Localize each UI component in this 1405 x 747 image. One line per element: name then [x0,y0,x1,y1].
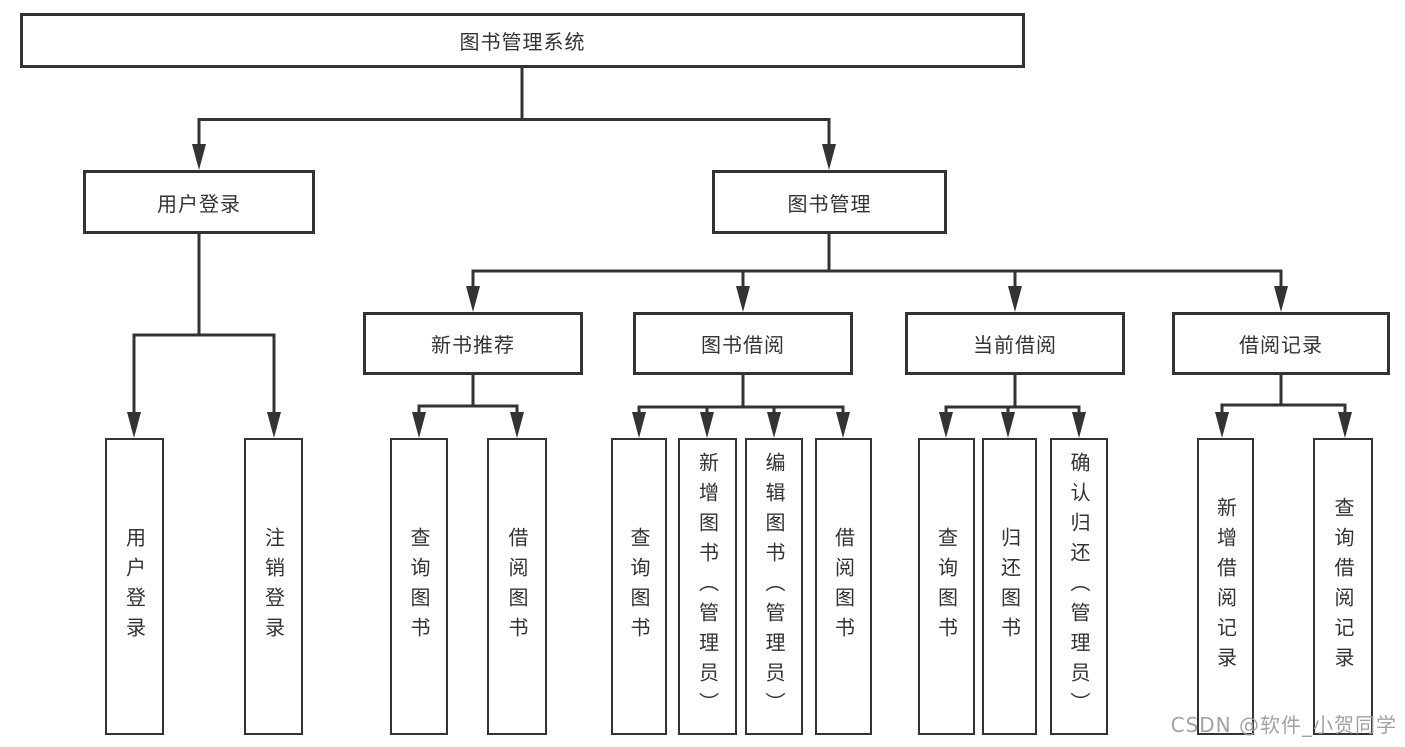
leaf-user-login-label: 用户登录 [122,526,147,647]
node-root-label: 图书管理系统 [459,30,586,54]
leaf-bb-borrow-book: 借阅图书 [815,438,872,735]
leaf-bb-add-book: 新增图书（管理员） [678,438,737,735]
leaf-cb-confirm-return: 确认归还（管理员） [1050,438,1108,735]
leaf-cb-return-book: 归还图书 [982,438,1037,735]
leaf-rec-query-book: 查询图书 [390,438,448,735]
leaf-br-query-record: 查询借阅记录 [1313,438,1373,735]
node-new-book-rec: 新书推荐 [363,312,583,375]
node-current-borrow-label: 当前借阅 [973,333,1057,357]
leaf-rec-borrow-book: 借阅图书 [487,438,547,735]
node-book-borrow-label: 图书借阅 [701,333,785,357]
node-root: 图书管理系统 [20,13,1025,68]
leaf-cb-confirm-return-label: 确认归还（管理员） [1067,451,1091,722]
connector-arrowheads [127,144,1352,438]
leaf-logout-label: 注销登录 [261,526,286,647]
connector-lines [132,66,1347,420]
leaf-cb-query-book: 查询图书 [918,438,975,735]
leaf-bb-query-book-label: 查询图书 [627,526,651,647]
node-user-login-label: 用户登录 [157,191,241,216]
leaf-rec-query-book-label: 查询图书 [407,526,431,647]
node-new-book-rec-label: 新书推荐 [431,333,515,357]
node-user-login: 用户登录 [83,170,315,234]
leaf-bb-query-book: 查询图书 [611,438,667,735]
leaf-logout: 注销登录 [244,438,303,735]
leaf-bb-edit-book-label: 编辑图书（管理员） [762,451,786,722]
node-borrow-records: 借阅记录 [1172,312,1390,375]
node-borrow-records-label: 借阅记录 [1239,333,1323,357]
node-book-mgmt-label: 图书管理 [787,191,872,216]
leaf-cb-query-book-label: 查询图书 [934,526,959,647]
leaf-br-add-record: 新增借阅记录 [1197,438,1254,735]
leaf-user-login: 用户登录 [105,438,164,735]
node-book-borrow: 图书借阅 [633,312,853,375]
node-current-borrow: 当前借阅 [905,312,1125,375]
leaf-br-add-record-label: 新增借阅记录 [1213,496,1238,677]
leaf-br-query-record-label: 查询借阅记录 [1331,496,1355,677]
watermark: CSDN @软件_小贺同学 [1170,713,1397,737]
leaf-bb-edit-book: 编辑图书（管理员） [745,438,803,735]
leaf-rec-borrow-book-label: 借阅图书 [505,526,529,647]
leaf-bb-borrow-book-label: 借阅图书 [831,526,856,647]
leaf-bb-add-book-label: 新增图书（管理员） [695,451,720,722]
leaf-cb-return-book-label: 归还图书 [997,526,1022,647]
node-book-mgmt: 图书管理 [712,170,947,234]
